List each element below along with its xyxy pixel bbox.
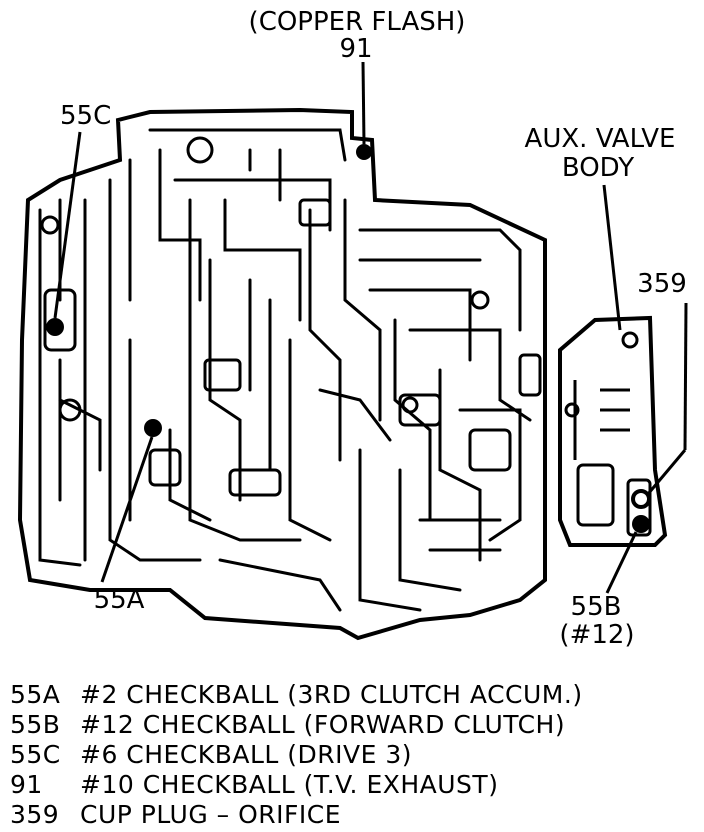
aux-body-passages xyxy=(564,331,652,537)
aux-valve-body-outline xyxy=(558,315,668,547)
label-55b: 55B xyxy=(571,592,622,622)
legend-code: 55A xyxy=(10,680,61,709)
label-359: 359 xyxy=(637,269,687,299)
legend-row: 91 #10 CHECKBALL (T.V. EXHAUST) xyxy=(10,770,583,800)
checkball-55a xyxy=(144,419,162,437)
label-12: (#12) xyxy=(559,620,634,650)
legend-text: #10 CHECKBALL (T.V. EXHAUST) xyxy=(80,770,499,799)
legend-code: 91 xyxy=(10,770,43,799)
legend-code: 55B xyxy=(10,710,61,739)
main-valve-body-outline xyxy=(17,107,547,641)
cup-plug-359 xyxy=(631,489,651,509)
legend-text: #12 CHECKBALL (FORWARD CLUTCH) xyxy=(80,710,566,739)
checkball-55c xyxy=(46,318,64,336)
legend-text: CUP PLUG – ORIFICE xyxy=(80,800,342,829)
legend-text: #6 CHECKBALL (DRIVE 3) xyxy=(80,740,413,769)
label-copper-flash: (COPPER FLASH) xyxy=(249,7,466,37)
label-55a: 55A xyxy=(94,585,145,615)
label-55c: 55C xyxy=(60,101,111,131)
leader-lines xyxy=(53,61,688,594)
label-body: BODY xyxy=(562,153,634,183)
legend-row: 359 CUP PLUG – ORIFICE xyxy=(10,800,583,830)
legend-row: 55C #6 CHECKBALL (DRIVE 3) xyxy=(10,740,583,770)
label-91: 91 xyxy=(339,34,372,64)
legend-text: #2 CHECKBALL (3RD CLUTCH ACCUM.) xyxy=(80,680,583,709)
legend: 55A #2 CHECKBALL (3RD CLUTCH ACCUM.) 55B #… xyxy=(10,680,583,830)
legend-row: 55A #2 CHECKBALL (3RD CLUTCH ACCUM.) xyxy=(10,680,583,710)
legend-row: 55B #12 CHECKBALL (FORWARD CLUTCH) xyxy=(10,710,583,740)
legend-code: 359 xyxy=(10,800,60,829)
legend-code: 55C xyxy=(10,740,61,769)
checkball-55b xyxy=(632,515,650,533)
label-aux-valve: AUX. VALVE xyxy=(525,124,676,154)
fluid-passages xyxy=(38,128,532,612)
checkball-91 xyxy=(356,144,372,160)
